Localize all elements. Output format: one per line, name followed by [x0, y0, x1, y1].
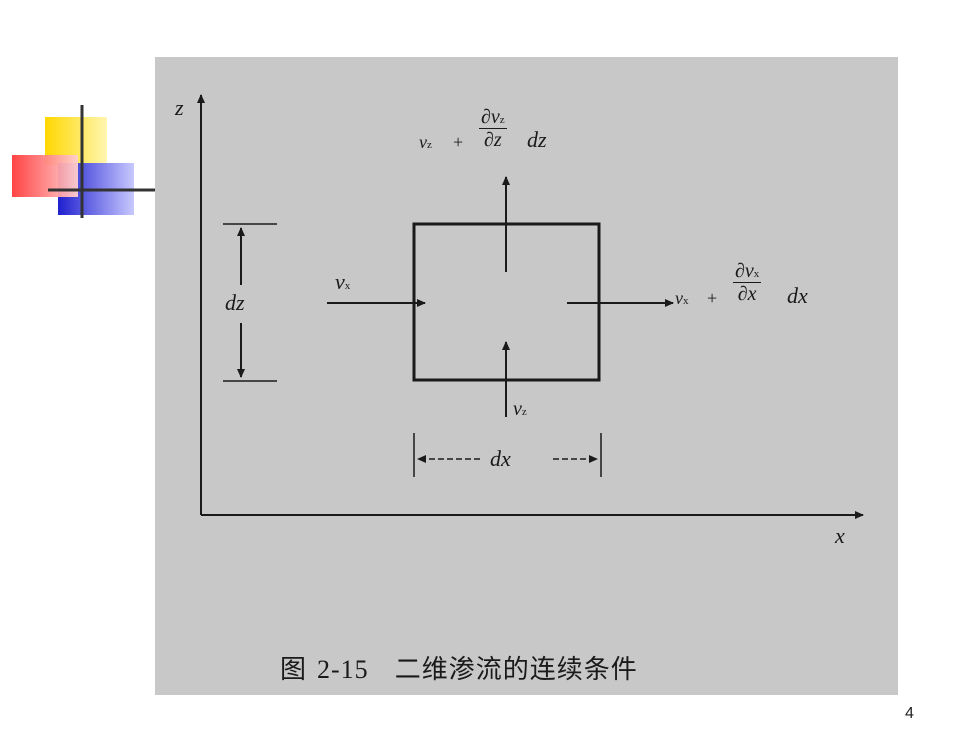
diagram-panel: z x dz dx vx vz vz + ∂vz ∂z dz vx + ∂vx … — [155, 57, 898, 695]
vz-out-suffix: dz — [527, 127, 547, 152]
vx-in-label: vx — [335, 271, 350, 293]
vz-out-operator: + — [453, 132, 464, 152]
caption-prefix: 图 — [280, 655, 308, 684]
vz-out-frac-num-symbol: ∂v — [481, 106, 500, 128]
page-number: 4 — [905, 705, 914, 722]
caption-text: 二维渗流的连续条件 — [394, 655, 638, 684]
vx-out-fraction: ∂vx ∂x — [733, 260, 762, 305]
vx-out-prefix: vx — [675, 289, 689, 307]
vz-out-frac-denominator: ∂z — [483, 129, 502, 151]
figure-caption: 图 2-15 二维渗流的连续条件 — [280, 649, 638, 686]
vx-out-frac-numerator: ∂vx — [733, 260, 762, 283]
vx-out-prefix-symbol: v — [675, 288, 683, 308]
vz-out-prefix: vz — [419, 133, 432, 151]
vz-in-symbol: v — [513, 398, 522, 420]
vz-out-prefix-subscript: z — [427, 139, 432, 151]
corner-decoration — [12, 105, 170, 218]
vx-in-subscript: x — [344, 280, 351, 292]
dx-dimension-label: dx — [488, 446, 513, 471]
vz-out-frac-numerator: ∂vz — [479, 107, 507, 129]
vx-out-frac-num-symbol: ∂v — [735, 260, 754, 282]
vx-out-prefix-subscript: x — [683, 295, 689, 307]
x-axis-label: x — [835, 523, 845, 548]
vz-out-prefix-symbol: v — [419, 132, 427, 152]
vx-out-suffix: dx — [787, 283, 808, 308]
vx-out-operator: + — [707, 288, 718, 308]
diagram-lines — [197, 94, 864, 519]
vz-in-subscript: z — [521, 406, 527, 418]
vz-in-label: vz — [513, 399, 527, 419]
vx-out-frac-num-subscript: x — [753, 268, 760, 280]
vz-out-fraction: ∂vz ∂z — [479, 107, 507, 150]
dz-dimension-label: dz — [223, 290, 247, 315]
vx-in-symbol: v — [335, 269, 345, 294]
z-axis-label: z — [175, 95, 184, 120]
vx-out-frac-denominator: ∂x — [737, 283, 757, 305]
vz-out-frac-num-subscript: z — [499, 114, 505, 126]
caption-number: 2-15 — [317, 655, 369, 684]
